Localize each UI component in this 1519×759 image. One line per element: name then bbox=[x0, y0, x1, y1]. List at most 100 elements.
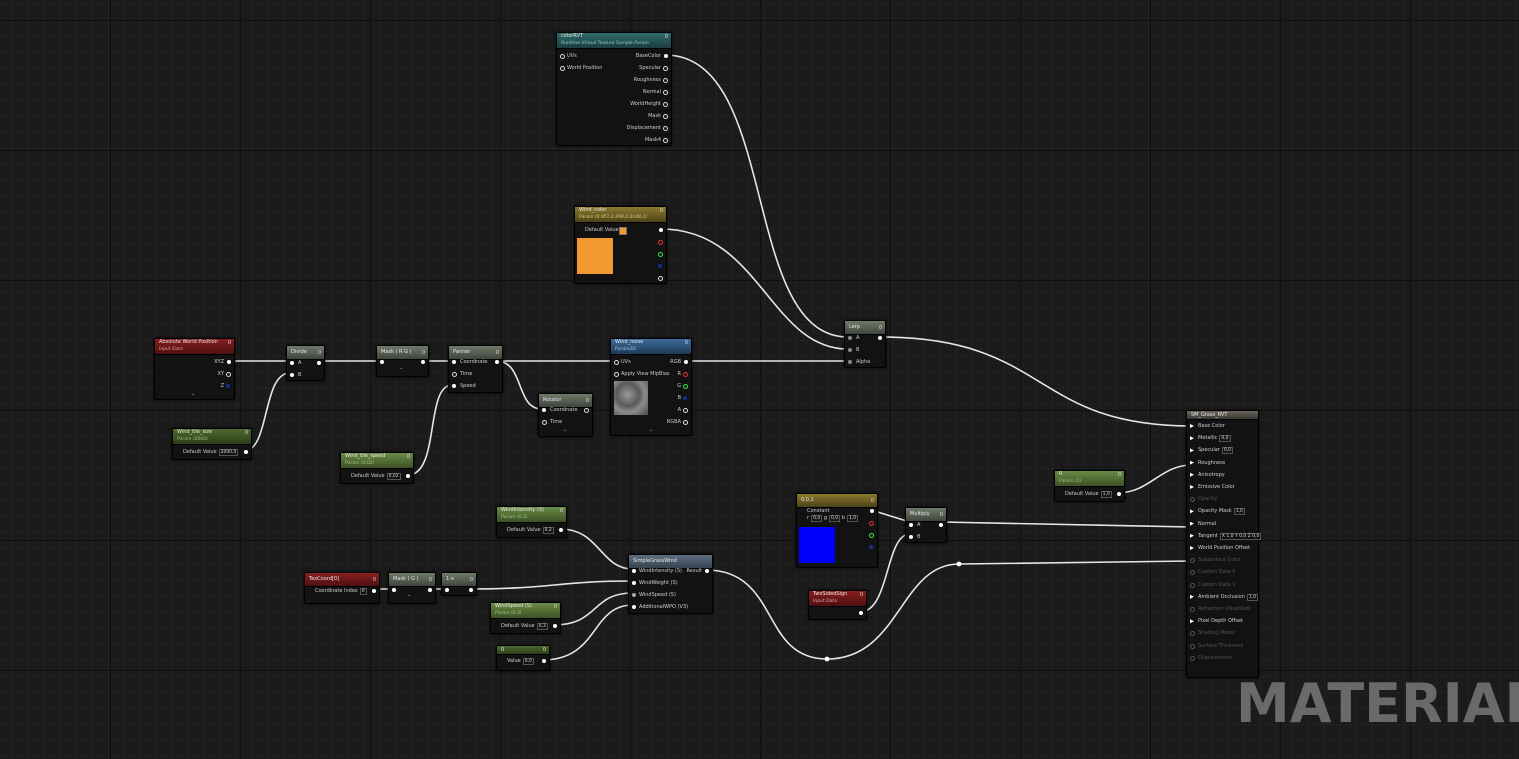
input-pin-time[interactable]: Time bbox=[460, 371, 473, 377]
input-pin-a[interactable]: A bbox=[298, 360, 302, 366]
pin-dot[interactable] bbox=[290, 373, 294, 377]
material-input-surface-thickness[interactable]: Surface Thickness bbox=[1198, 643, 1243, 649]
pin-dot[interactable] bbox=[614, 360, 619, 365]
g-field[interactable]: 0,0 bbox=[829, 515, 841, 522]
output-pin-dot[interactable] bbox=[428, 588, 432, 592]
material-input-pixel-depth-offset[interactable]: Pixel Depth Offset bbox=[1198, 618, 1243, 624]
pin-dot[interactable] bbox=[542, 408, 546, 412]
output-pin-result[interactable]: Result bbox=[686, 568, 702, 574]
material-input-pin-dot[interactable] bbox=[1190, 521, 1194, 526]
output-pin-r[interactable] bbox=[658, 240, 663, 245]
output-pin-dot[interactable] bbox=[469, 588, 473, 592]
pin-dot[interactable] bbox=[290, 361, 294, 365]
value-field[interactable]: 0,0 bbox=[522, 658, 534, 665]
output-pin-dot[interactable] bbox=[406, 474, 410, 478]
pin-dot[interactable] bbox=[632, 593, 636, 597]
output-pin-dot[interactable] bbox=[939, 523, 943, 527]
input-pin-b[interactable]: B bbox=[856, 347, 860, 353]
material-input-pin-dot[interactable] bbox=[1190, 619, 1194, 624]
pin-dot[interactable] bbox=[705, 569, 709, 573]
chevron-down-icon[interactable]: ⌄ bbox=[407, 592, 412, 598]
output-pin-r[interactable]: R bbox=[677, 371, 681, 377]
pin-dot[interactable] bbox=[227, 360, 231, 364]
material-input-pin-dot[interactable] bbox=[1190, 570, 1195, 576]
input-pin-mipbias[interactable]: Apply View MipBias bbox=[621, 371, 670, 377]
pin-value-field[interactable]: 0,0 bbox=[1221, 447, 1234, 455]
output-pin-rgba[interactable]: RGBA bbox=[666, 419, 681, 425]
pin-dot[interactable] bbox=[663, 90, 668, 95]
chevron-down-icon[interactable]: ⌄ bbox=[649, 427, 654, 433]
input-pin-dot[interactable] bbox=[445, 588, 449, 592]
output-pin-mask4[interactable]: Mask4 bbox=[644, 137, 661, 143]
output-pin-dot[interactable] bbox=[584, 408, 589, 413]
output-pin-g[interactable] bbox=[658, 252, 663, 257]
material-input-shading-model[interactable]: Shading Model bbox=[1198, 630, 1235, 636]
input-pin-uvs[interactable]: UVs bbox=[567, 53, 577, 59]
material-input-custom-data-0[interactable]: Custom Data 0 bbox=[1198, 569, 1235, 575]
r-field[interactable]: 0,0 bbox=[811, 515, 823, 522]
output-pin-g[interactable]: G bbox=[677, 383, 681, 389]
input-pin-additionalwpo[interactable]: AdditionalWPO (V3) bbox=[639, 604, 689, 610]
output-pin-b[interactable] bbox=[658, 264, 662, 268]
coordinate-index-field[interactable]: 0 bbox=[359, 588, 367, 595]
pin-dot[interactable] bbox=[663, 66, 668, 71]
material-input-pin-dot[interactable] bbox=[1190, 424, 1194, 428]
input-pin-windspeed[interactable]: WindSpeed (S) bbox=[639, 592, 676, 598]
output-pin-dot[interactable] bbox=[859, 611, 863, 615]
input-pin-world-position[interactable]: World Position bbox=[567, 65, 603, 71]
pin-dot[interactable] bbox=[226, 384, 230, 388]
default-value-field[interactable]: 0,02 bbox=[386, 473, 401, 480]
material-input-pin-dot[interactable] bbox=[1190, 582, 1195, 588]
output-pin-xy[interactable]: XY bbox=[217, 371, 224, 377]
input-pin-speed[interactable]: Speed bbox=[460, 383, 476, 389]
input-pin-alpha[interactable]: Alpha bbox=[856, 359, 871, 365]
material-input-pin-dot[interactable] bbox=[1190, 607, 1195, 612]
material-input-pin-dot[interactable] bbox=[1190, 485, 1194, 489]
pin-dot[interactable] bbox=[683, 372, 688, 377]
material-input-pin-dot[interactable] bbox=[1190, 460, 1194, 465]
material-input-custom-data-1[interactable]: Custom Data 1 bbox=[1198, 582, 1235, 588]
material-input-refraction-disabled[interactable]: Refraction (Disabled) bbox=[1198, 606, 1251, 612]
pin-dot[interactable] bbox=[663, 126, 668, 131]
output-pin-rgb[interactable] bbox=[870, 509, 874, 513]
pin-dot[interactable] bbox=[632, 581, 636, 585]
output-pin-g[interactable] bbox=[869, 533, 874, 538]
pin-dot[interactable] bbox=[909, 523, 913, 527]
pin-dot[interactable] bbox=[452, 372, 457, 377]
pin-value-field[interactable]: 1,0 bbox=[1246, 593, 1259, 601]
wind-intensity-param-node[interactable]: WindIntensity (S)Param (0.2)0 Default Va… bbox=[496, 506, 567, 538]
input-pin-dot[interactable] bbox=[392, 588, 396, 592]
material-input-emissive-color[interactable]: Emissive Color bbox=[1198, 484, 1235, 490]
material-input-world-position-offset[interactable]: World Position Offset bbox=[1198, 545, 1250, 551]
material-input-pin-dot[interactable] bbox=[1190, 472, 1194, 477]
pin-dot[interactable] bbox=[560, 54, 565, 59]
pin-value-field[interactable]: 0,0 bbox=[1219, 435, 1231, 443]
output-pin-rgb[interactable] bbox=[659, 228, 663, 232]
pin-dot[interactable] bbox=[848, 360, 852, 364]
input-pin-time[interactable]: Time bbox=[550, 419, 563, 425]
output-pin-z[interactable]: Z bbox=[220, 383, 224, 389]
output-pin-dot[interactable] bbox=[1117, 492, 1121, 496]
pin-dot[interactable] bbox=[226, 372, 231, 377]
pin-dot[interactable] bbox=[683, 396, 687, 400]
pin-dot[interactable] bbox=[560, 66, 565, 71]
output-pin-rgb[interactable]: RGB bbox=[670, 359, 681, 365]
material-input-pin-dot[interactable] bbox=[1190, 448, 1194, 453]
output-pin-specular[interactable]: Specular bbox=[639, 65, 661, 71]
material-input-pin-dot[interactable] bbox=[1190, 594, 1194, 599]
